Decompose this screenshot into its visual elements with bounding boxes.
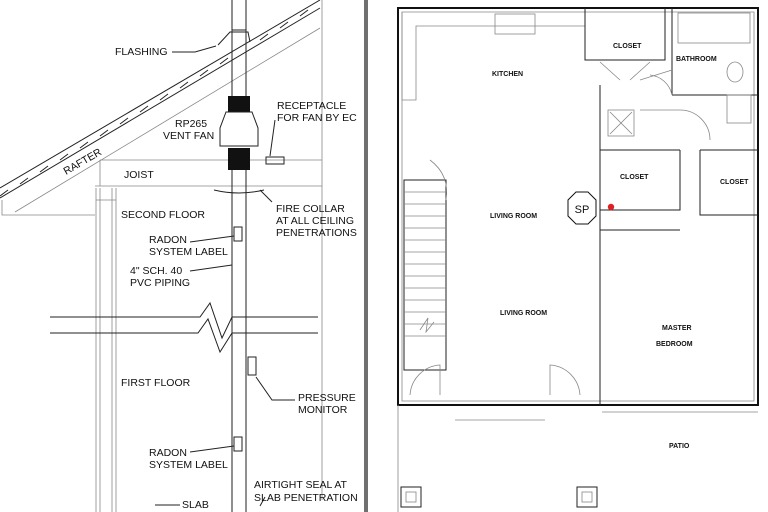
panel-divider (364, 0, 368, 512)
staircase (403, 159, 448, 371)
label-radon-1: RADON (149, 234, 187, 246)
kitchen-counter (401, 12, 586, 101)
label-radon-2: SYSTEM LABEL (149, 246, 228, 258)
room-master-2: BEDROOM (656, 341, 693, 348)
closet-top-walls (584, 8, 666, 61)
vent-pipe (217, 0, 251, 512)
fire-collar (213, 189, 265, 194)
toilet (726, 61, 744, 83)
radon-label-box-lower (233, 436, 243, 452)
bathtub (677, 12, 751, 44)
sump-pit-marker: SP (567, 191, 615, 225)
bedroom-walls (599, 225, 680, 405)
radon-point-dot (607, 203, 615, 211)
roof (0, 0, 321, 216)
leader-lines (155, 45, 295, 507)
label-flashing: FLASHING (115, 46, 168, 58)
label-fire-collar-1: FIRE COLLAR (276, 203, 345, 215)
label-piping-2: PVC PIPING (130, 277, 190, 289)
label-first-floor: FIRST FLOOR (121, 377, 191, 389)
kitchen-sink (494, 13, 536, 35)
label-fire-collar-2: AT ALL CEILING (276, 215, 354, 227)
room-bathroom: BATHROOM (676, 56, 717, 63)
label-second-floor: SECOND FLOOR (121, 209, 205, 221)
room-closet-mid: CLOSET (620, 174, 649, 181)
patio-post-left (400, 486, 422, 508)
patio-outline (397, 405, 758, 512)
sp-marker-text: SP (575, 204, 590, 216)
outer-walls (397, 7, 759, 406)
front-doors (409, 364, 581, 421)
floor-plan: KITCHEN CLOSET BATHROOM CLOSET CLOSET LI… (397, 7, 759, 512)
label-fan-name: VENT FAN (163, 130, 214, 142)
label-seal-1: AIRTIGHT SEAL AT (254, 479, 348, 491)
label-radon-b1: RADON (149, 447, 187, 459)
bathroom-walls (671, 8, 758, 96)
room-closet-right: CLOSET (720, 179, 749, 186)
receptacle (265, 156, 285, 165)
label-fire-collar-3: PENETRATIONS (276, 227, 357, 239)
label-receptacle-2: FOR FAN BY EC (277, 112, 357, 124)
washer (607, 109, 635, 137)
radon-section-detail: FLASHING RP265 VENT FAN RECEPTACLE FOR F… (0, 0, 358, 512)
radon-label-box (233, 226, 243, 242)
room-living-1: LIVING ROOM (490, 213, 537, 220)
vent-fan (219, 96, 259, 170)
pressure-monitor (247, 356, 257, 376)
label-seal-2: SLAB PENETRATION (254, 492, 358, 504)
label-joist: JOIST (124, 169, 154, 181)
label-receptacle-1: RECEPTACLE (277, 100, 346, 112)
label-radon-b2: SYSTEM LABEL (149, 459, 228, 471)
label-slab: SLAB (182, 499, 209, 511)
room-living-2: LIVING ROOM (500, 310, 547, 317)
joist-line (95, 159, 322, 187)
closet-walls (599, 85, 758, 225)
room-kitchen: KITCHEN (492, 71, 523, 78)
patio-post-right (576, 486, 598, 508)
room-closet-top: CLOSET (613, 43, 642, 50)
exterior-wall (95, 188, 117, 512)
label-pressure-2: MONITOR (298, 404, 348, 416)
bathroom-sink (726, 94, 752, 124)
break-line (50, 301, 318, 354)
label-pressure-1: PRESSURE (298, 392, 356, 404)
room-master-1: MASTER (662, 325, 692, 332)
label-fan-model: RP265 (175, 118, 207, 130)
room-patio: PATIO (669, 443, 690, 450)
label-piping-1: 4" SCH. 40 (130, 265, 182, 277)
